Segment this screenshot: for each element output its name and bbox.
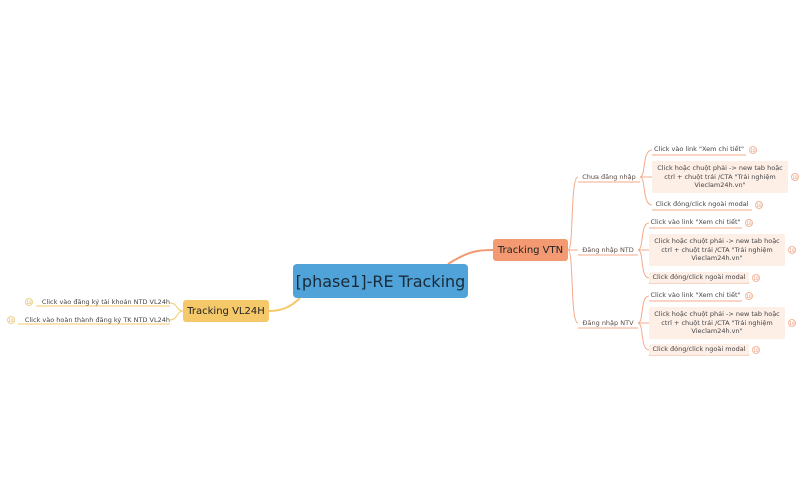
leaf-label: Click hoặc chuột phải -> new tab hoặc ct… (657, 164, 783, 190)
branch-tracking-vtn[interactable]: Tracking VTN (493, 239, 568, 261)
leaf-dong-modal[interactable]: Click đóng/click ngoài modal (649, 344, 749, 355)
group-chua-dang-nhap[interactable]: Chưa đăng nhập (578, 171, 640, 183)
leaf-label: Click đóng/click ngoài modal (655, 200, 749, 209)
leaf-xem-chi-tiet[interactable]: Click vào link "Xem chi tiết" (649, 290, 742, 301)
count-badge-icon: 10 (752, 274, 760, 282)
root-topic-label: [phase1]-RE Tracking (295, 271, 466, 291)
leaf-label: Click vào link "Xem chi tiết" (654, 145, 744, 154)
leaf-label: Click vào đăng ký tài khoản NTD VL24h (41, 297, 170, 306)
count-badge-icon: 10 (755, 201, 763, 209)
count-badge-icon: 10 (749, 146, 757, 154)
count-badge-icon: 10 (745, 219, 753, 227)
leaf-dong-modal[interactable]: Click đóng/click ngoài modal (649, 272, 749, 283)
leaf-xem-chi-tiet[interactable]: Click vào link "Xem chi tiết" (652, 144, 746, 155)
leaf-click-new-tab[interactable]: Click hoặc chuột phải -> new tab hoặc ct… (649, 234, 785, 266)
root-topic[interactable]: [phase1]-RE Tracking (293, 264, 468, 298)
leaf-label: Click hoặc chuột phải -> new tab hoặc ct… (654, 237, 780, 263)
leaf-click-new-tab[interactable]: Click hoặc chuột phải -> new tab hoặc ct… (652, 161, 788, 193)
group-label: Chưa đăng nhập (582, 173, 636, 181)
branch-tracking-vl24h[interactable]: Tracking VL24H (183, 300, 269, 322)
group-dang-nhap-ntv[interactable]: Đăng nhập NTV (578, 317, 638, 329)
count-badge-icon: 10 (791, 173, 799, 181)
count-badge-icon: 10 (25, 298, 33, 306)
group-label: Đăng nhập NTV (582, 319, 634, 327)
count-badge-icon: 10 (7, 316, 15, 324)
leaf-label: Click hoặc chuột phải -> new tab hoặc ct… (654, 310, 780, 336)
leaf-xem-chi-tiet[interactable]: Click vào link "Xem chi tiết" (649, 217, 742, 228)
leaf-click-new-tab[interactable]: Click hoặc chuột phải -> new tab hoặc ct… (649, 307, 785, 339)
count-badge-icon: 10 (788, 246, 796, 254)
leaf-label: Click đóng/click ngoài modal (652, 273, 746, 282)
count-badge-icon: 10 (788, 319, 796, 327)
count-badge-icon: 10 (745, 292, 753, 300)
leaf-label: Click vào link "Xem chi tiết" (650, 291, 741, 300)
leaf-label: Click vào hoàn thành đăng ký TK NTD VL24… (24, 315, 170, 324)
branch-label: Tracking VTN (497, 244, 564, 256)
leaf-dong-modal[interactable]: Click đóng/click ngoài modal (652, 199, 752, 210)
leaf-label: Click vào link "Xem chi tiết" (650, 218, 741, 227)
leaf-dang-ky-tai-khoan[interactable]: Click vào đăng ký tài khoản NTD VL24h (36, 296, 170, 307)
group-dang-nhap-ntd[interactable]: Đăng nhập NTD (578, 244, 638, 256)
leaf-label: Click đóng/click ngoài modal (652, 345, 746, 354)
count-badge-icon: 10 (752, 346, 760, 354)
branch-label: Tracking VL24H (187, 305, 265, 317)
leaf-hoan-thanh-dang-ky[interactable]: Click vào hoàn thành đăng ký TK NTD VL24… (18, 314, 170, 325)
group-label: Đăng nhập NTD (582, 246, 634, 254)
